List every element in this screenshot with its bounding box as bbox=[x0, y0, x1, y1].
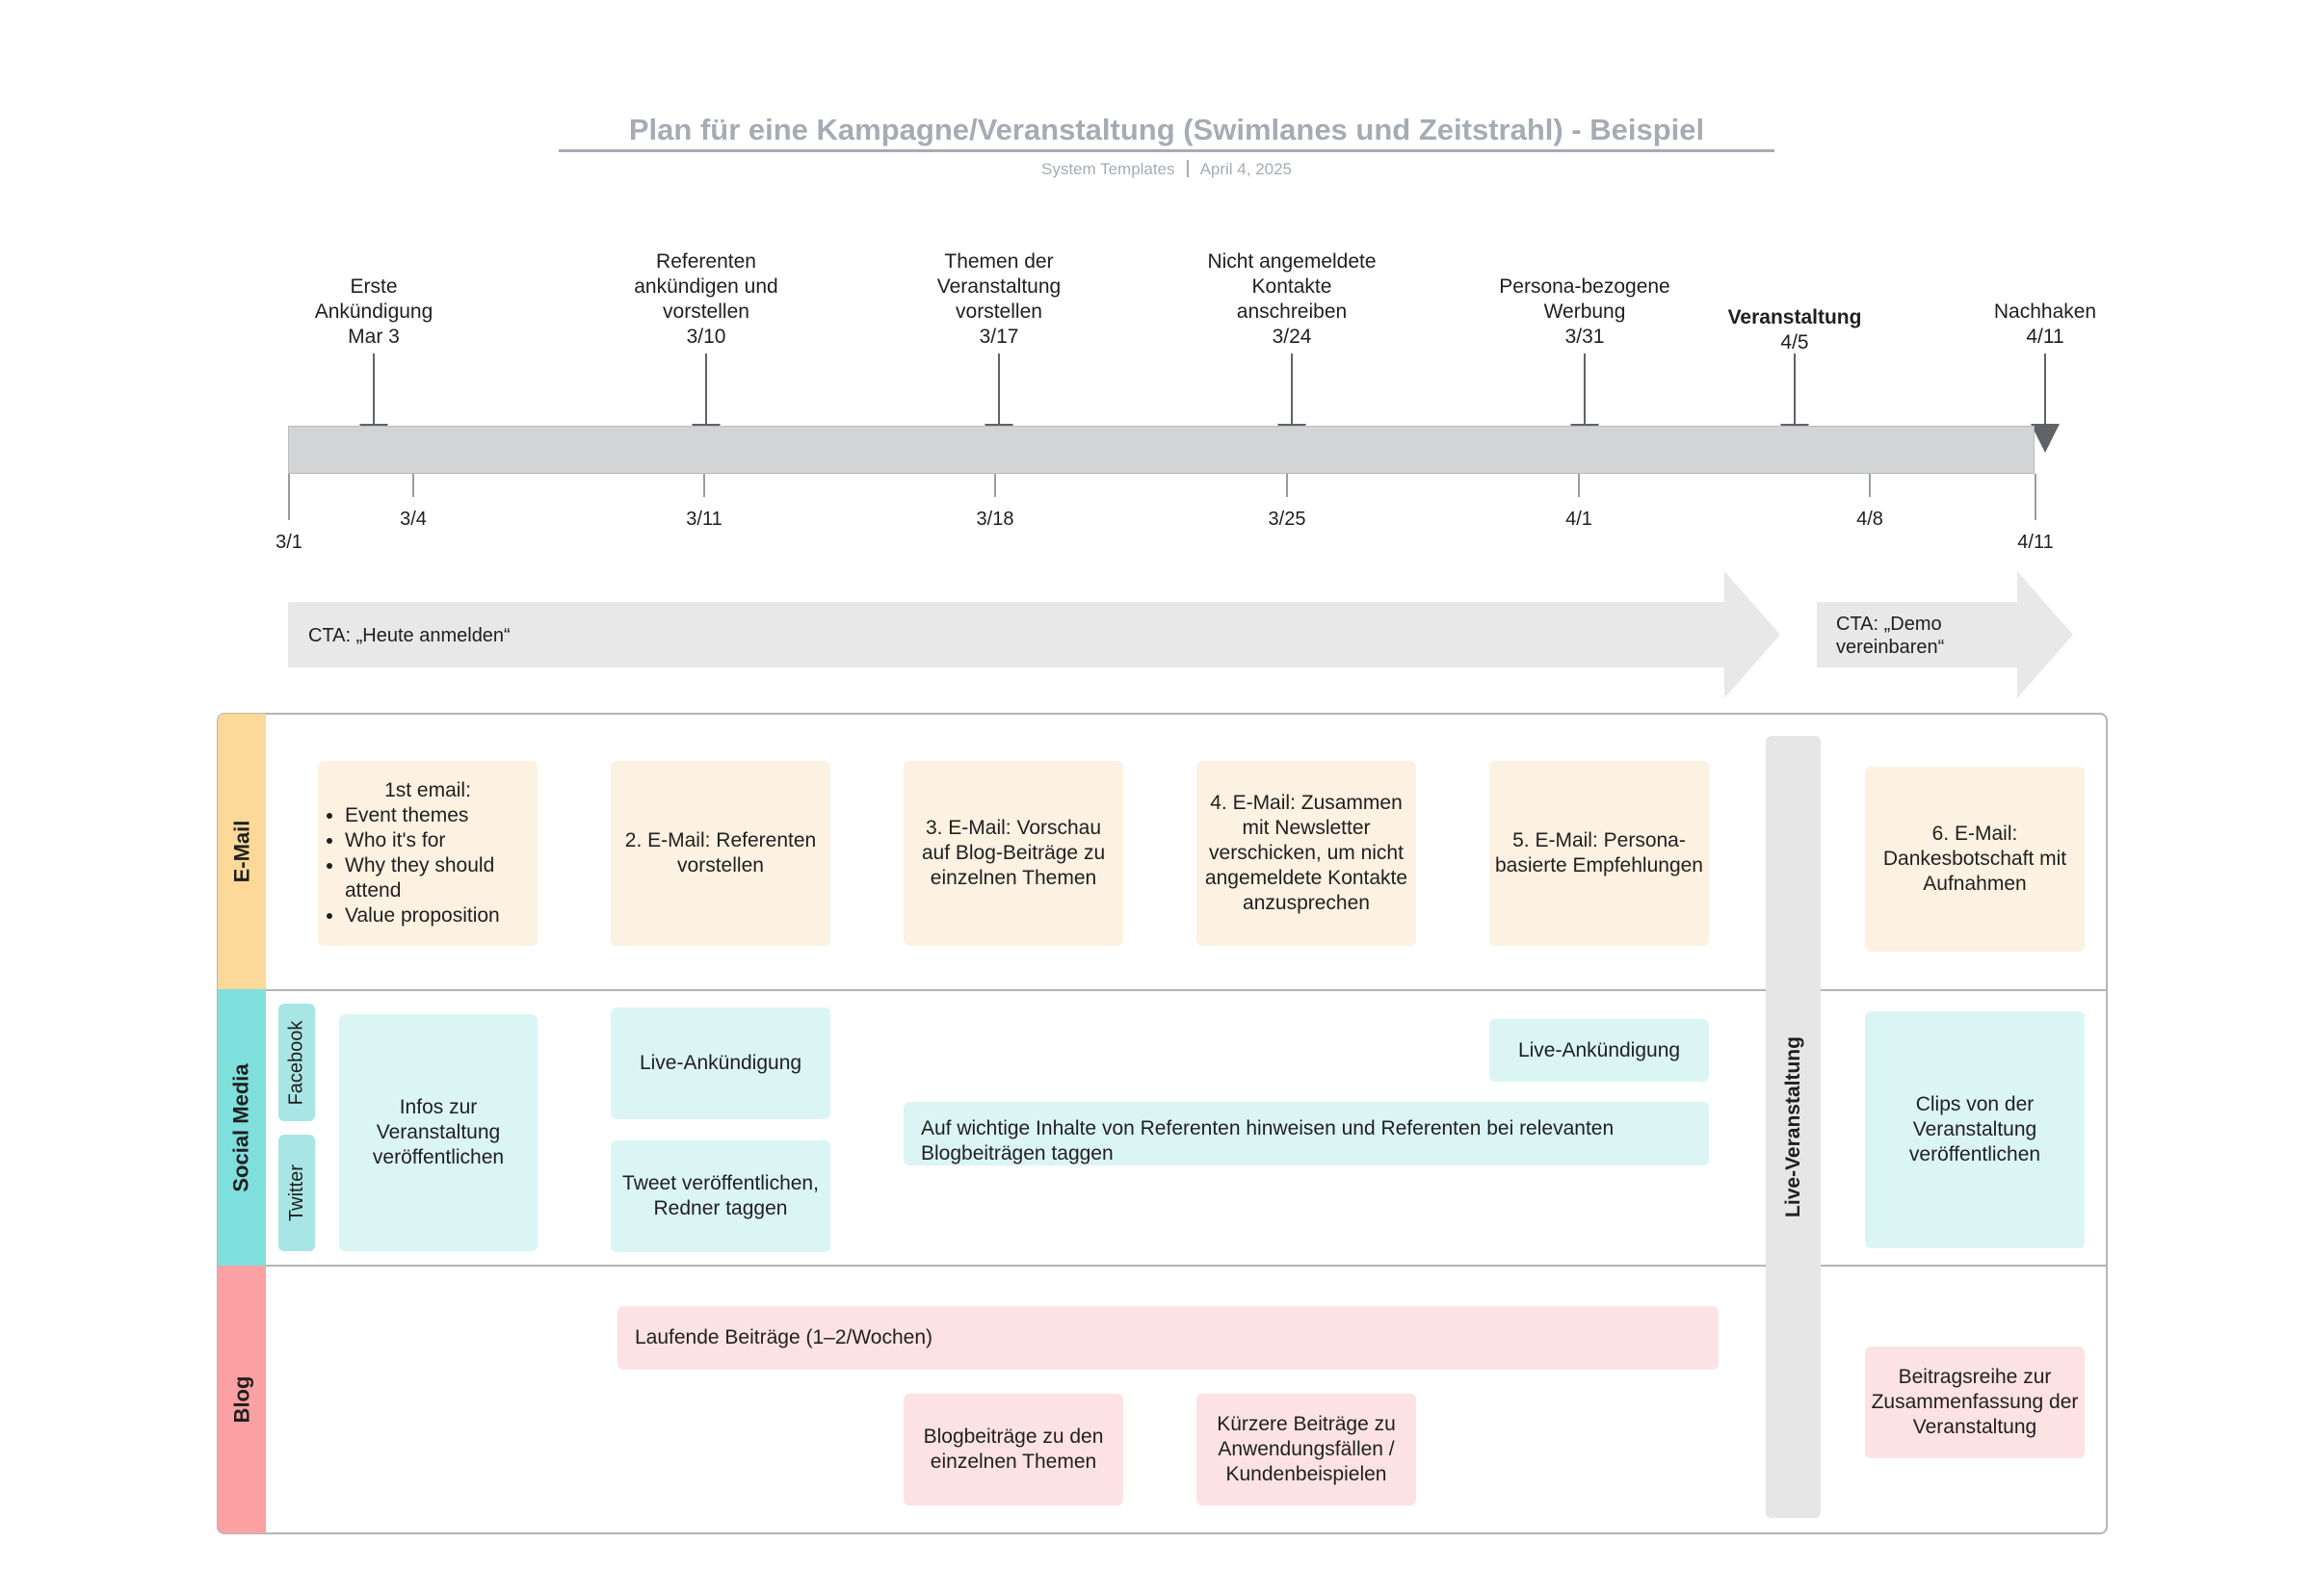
milestone-6: Veranstaltung 4/5 bbox=[1684, 305, 1905, 355]
axis-tick bbox=[994, 474, 996, 497]
axis-tick bbox=[288, 474, 290, 520]
sublane-facebook: Facebook bbox=[278, 1004, 315, 1121]
axis-tick bbox=[1869, 474, 1871, 497]
lane-social-label: Social Media bbox=[229, 1062, 253, 1192]
blog-card-kurz: Kürzere Beiträge zu Anwendungsfällen / K… bbox=[1196, 1394, 1416, 1505]
cta-arrow-body bbox=[1817, 602, 2017, 667]
email-card-1: 1st email: Event themes Who it's for Why… bbox=[318, 761, 538, 946]
axis-tick-label: 3/1 bbox=[276, 532, 302, 553]
email-card-2: 2. E-Mail: Referenten vorstellen bbox=[611, 761, 830, 946]
email-card-1-title: 1st email: bbox=[384, 779, 471, 801]
milestone-date: 4/11 bbox=[2026, 326, 2064, 348]
lane-blog: Blog bbox=[218, 1266, 266, 1533]
page-title: Plan für eine Kampagne/Veranstaltung (Sw… bbox=[559, 110, 1774, 152]
lane-blog-label: Blog bbox=[228, 1375, 253, 1424]
milestone-arrow-icon bbox=[2031, 424, 2060, 453]
social-card-live-2: Live-Ankündigung bbox=[1489, 1019, 1709, 1082]
milestone-stem bbox=[1584, 353, 1586, 434]
email-card-1-list: Event themes Who it's for Why they shoul… bbox=[324, 803, 532, 929]
milestone-stem bbox=[1291, 353, 1293, 434]
live-event-label: Live-Veranstaltung bbox=[1781, 1036, 1804, 1217]
milestone-date: 4/5 bbox=[1780, 331, 1809, 353]
milestone-label: Persona-bezogene Werbung bbox=[1499, 275, 1670, 323]
milestone-date: 3/31 bbox=[1564, 326, 1605, 348]
milestone-label: Nicht angemeldete Kontakte anschreiben bbox=[1207, 250, 1377, 323]
milestone-stem bbox=[2044, 353, 2046, 434]
blog-card-laufend: Laufende Beiträge (1–2/Wochen) bbox=[617, 1306, 1719, 1370]
milestone-1: Erste Ankündigung Mar 3 bbox=[263, 275, 485, 350]
timeline-bar bbox=[288, 426, 2035, 474]
milestone-5: Persona-bezogene Werbung 3/31 bbox=[1474, 275, 1695, 350]
list-item: Why they should attend bbox=[345, 853, 532, 903]
subtitle-divider bbox=[1186, 160, 1189, 177]
page-subtitle: System Templates April 4, 2025 bbox=[559, 160, 1774, 183]
blog-card-reihe: Beitragsreihe zur Zusammenfassung der Ve… bbox=[1865, 1347, 2085, 1458]
blog-card-themen: Blogbeiträge zu den einzelnen Themen bbox=[904, 1394, 1123, 1505]
axis-tick bbox=[1286, 474, 1288, 497]
email-card-5: 5. E-Mail: Persona-basierte Empfehlungen bbox=[1489, 761, 1709, 946]
milestone-date: 3/10 bbox=[686, 326, 726, 348]
email-card-3: 3. E-Mail: Vorschau auf Blog-Beiträge zu… bbox=[904, 761, 1123, 946]
axis-tick bbox=[2035, 474, 2036, 520]
milestone-label: Referenten ankündigen und vorstellen bbox=[634, 250, 778, 323]
lane-divider bbox=[266, 989, 2108, 991]
sublane-twitter: Twitter bbox=[278, 1135, 315, 1251]
lane-email-label: E-Mail bbox=[229, 820, 254, 883]
social-card-hinweis: Auf wichtige Inhalte von Referenten hinw… bbox=[904, 1102, 1709, 1165]
milestone-date: Mar 3 bbox=[348, 326, 400, 348]
milestone-2: Referenten ankündigen und vorstellen 3/1… bbox=[595, 249, 817, 350]
milestone-label: Erste Ankündigung bbox=[314, 275, 433, 323]
milestone-stem bbox=[1794, 353, 1796, 434]
cta-arrow-head-icon bbox=[1724, 571, 1780, 698]
email-card-6: 6. E-Mail: Dankesbotschaft mit Aufnahmen bbox=[1865, 767, 2085, 952]
cta-arrow-body bbox=[288, 602, 1724, 667]
cta-arrow-head-icon bbox=[2017, 571, 2073, 698]
milestone-stem bbox=[998, 353, 1000, 434]
list-item: Event themes bbox=[345, 803, 532, 828]
sublane-facebook-label: Facebook bbox=[285, 1020, 307, 1105]
source-label: System Templates bbox=[1040, 160, 1175, 178]
milestone-date: 3/24 bbox=[1272, 326, 1312, 348]
social-card-live-1: Live-Ankündigung bbox=[611, 1007, 830, 1119]
axis-tick bbox=[703, 474, 705, 497]
email-card-4: 4. E-Mail: Zusammen mit Newsletter versc… bbox=[1196, 761, 1416, 946]
social-card-tweet: Tweet veröffentlichen, Redner taggen bbox=[611, 1140, 830, 1252]
social-card-infos: Infos zur Veranstaltung veröffentlichen bbox=[339, 1014, 538, 1251]
axis-tick bbox=[412, 474, 414, 497]
cta-second-label: CTA: „Demo vereinbaren“ bbox=[1836, 614, 1945, 658]
milestone-stem bbox=[705, 353, 707, 434]
milestone-4: Nicht angemeldete Kontakte anschreiben 3… bbox=[1181, 249, 1403, 350]
milestone-stem bbox=[373, 353, 375, 434]
live-event-bar: Live-Veranstaltung bbox=[1766, 736, 1821, 1518]
sublane-twitter-label: Twitter bbox=[285, 1164, 307, 1221]
milestone-date: 3/17 bbox=[979, 326, 1019, 348]
milestone-3: Themen der Veranstaltung vorstellen 3/17 bbox=[888, 249, 1110, 350]
lane-divider bbox=[266, 1265, 2108, 1267]
cta-first-label: CTA: „Heute anmelden“ bbox=[308, 625, 511, 646]
axis-tick-label: 4/11 bbox=[2017, 532, 2054, 553]
date-label: April 4, 2025 bbox=[1199, 160, 1293, 178]
lane-social: Social Media bbox=[218, 989, 266, 1266]
milestone-7: Nachhaken 4/11 bbox=[1934, 300, 2156, 350]
list-item: Value proposition bbox=[345, 903, 532, 929]
lane-email: E-Mail bbox=[218, 714, 266, 989]
axis-tick-label: 3/18 bbox=[976, 509, 1014, 530]
list-item: Who it's for bbox=[345, 828, 532, 853]
social-card-clips: Clips von der Veranstaltung veröffentlic… bbox=[1865, 1011, 2085, 1248]
axis-tick bbox=[1578, 474, 1580, 497]
axis-tick-label: 3/25 bbox=[1268, 509, 1306, 530]
axis-tick-label: 4/1 bbox=[1565, 509, 1592, 530]
milestone-label: Themen der Veranstaltung vorstellen bbox=[936, 250, 1062, 323]
milestone-label: Nachhaken bbox=[1993, 301, 2097, 323]
axis-tick-label: 3/4 bbox=[400, 509, 427, 530]
axis-tick-label: 4/8 bbox=[1856, 509, 1883, 530]
milestone-label: Veranstaltung bbox=[1727, 306, 1862, 328]
axis-tick-label: 3/11 bbox=[686, 509, 722, 530]
